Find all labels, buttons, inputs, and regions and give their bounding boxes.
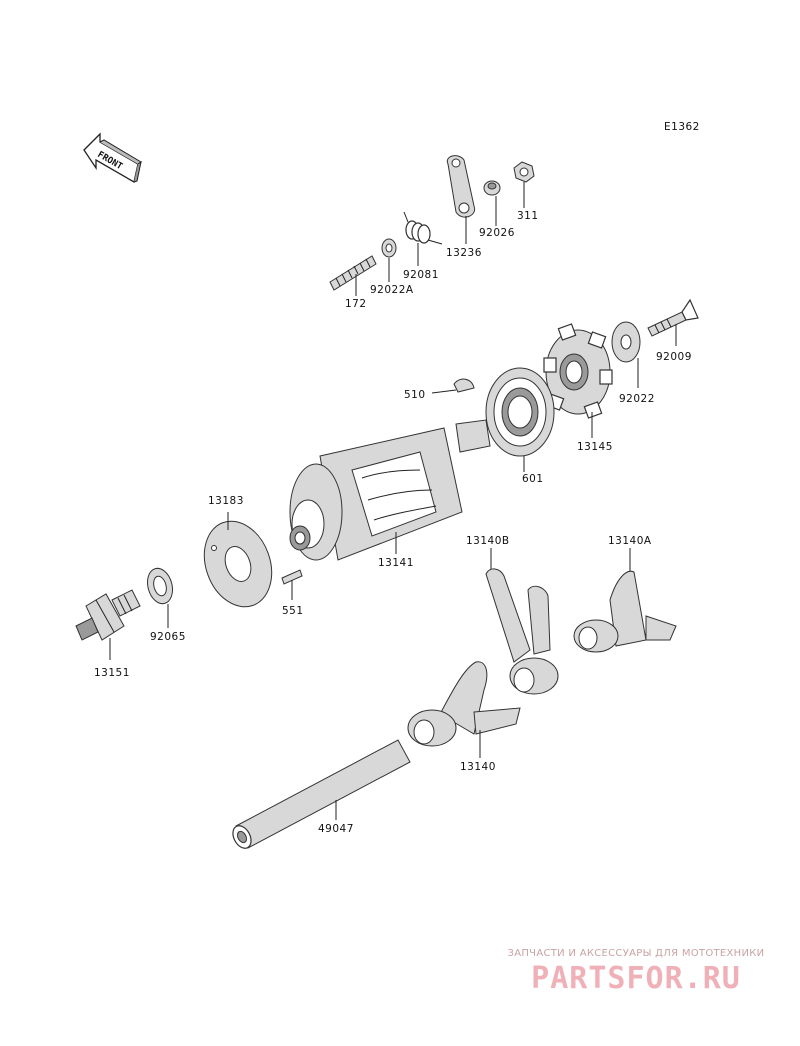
part-510-key bbox=[431, 378, 475, 394]
label-13140: 13140 bbox=[460, 761, 496, 773]
part-13140A-fork bbox=[573, 548, 677, 653]
part-13151-switch bbox=[75, 589, 141, 660]
label-92022: 92022 bbox=[619, 393, 655, 405]
label-92026: 92026 bbox=[479, 227, 515, 239]
part-13183-plate bbox=[203, 512, 273, 608]
label-551: 551 bbox=[282, 605, 304, 617]
label-601: 601 bbox=[522, 473, 544, 485]
label-13183: 13183 bbox=[208, 495, 244, 507]
part-13145-star-plate bbox=[543, 323, 613, 438]
label-172: 172 bbox=[345, 298, 367, 310]
label-13140B: 13140B bbox=[466, 535, 510, 547]
part-92022A-washer bbox=[381, 238, 397, 282]
label-92022A: 92022A bbox=[370, 284, 414, 296]
part-92065-washer bbox=[147, 567, 173, 628]
part-92081-spring bbox=[403, 211, 443, 266]
part-92022-washer bbox=[611, 321, 641, 388]
watermark-caption: ЗАПЧАСТИ И АКСЕССУАРЫ ДЛЯ МОТОТЕХНИКИ bbox=[507, 948, 765, 959]
watermark-logo: PARTSFOR.RU bbox=[531, 961, 741, 996]
label-49047: 49047 bbox=[318, 823, 354, 835]
part-13140B-fork bbox=[485, 548, 559, 695]
label-92009: 92009 bbox=[656, 351, 692, 363]
label-92065: 92065 bbox=[150, 631, 186, 643]
part-92009-bolt bbox=[647, 298, 699, 346]
label-92081: 92081 bbox=[403, 269, 439, 281]
label-13236: 13236 bbox=[446, 247, 482, 259]
part-49047-shaft bbox=[232, 739, 411, 849]
part-311-nut bbox=[513, 161, 535, 208]
label-13141: 13141 bbox=[378, 557, 414, 569]
label-13151: 13151 bbox=[94, 667, 130, 679]
part-551-pin bbox=[281, 569, 303, 600]
part-13140-fork bbox=[407, 661, 521, 758]
front-arrow-icon: FRONT bbox=[83, 132, 142, 184]
part-172-stud bbox=[329, 255, 377, 296]
label-510: 510 bbox=[404, 389, 426, 401]
part-13236-lever bbox=[446, 155, 476, 244]
label-13145: 13145 bbox=[577, 441, 613, 453]
label-13140A: 13140A bbox=[608, 535, 652, 547]
watermark: ЗАПЧАСТИ И АКСЕССУАРЫ ДЛЯ МОТОТЕХНИКИ PA… bbox=[486, 948, 786, 996]
label-311: 311 bbox=[517, 210, 539, 222]
part-13141-shift-drum bbox=[289, 419, 491, 561]
part-92026-collar bbox=[483, 180, 501, 226]
diagram-code: E1362 bbox=[664, 121, 700, 133]
part-601-bearing bbox=[485, 367, 555, 472]
